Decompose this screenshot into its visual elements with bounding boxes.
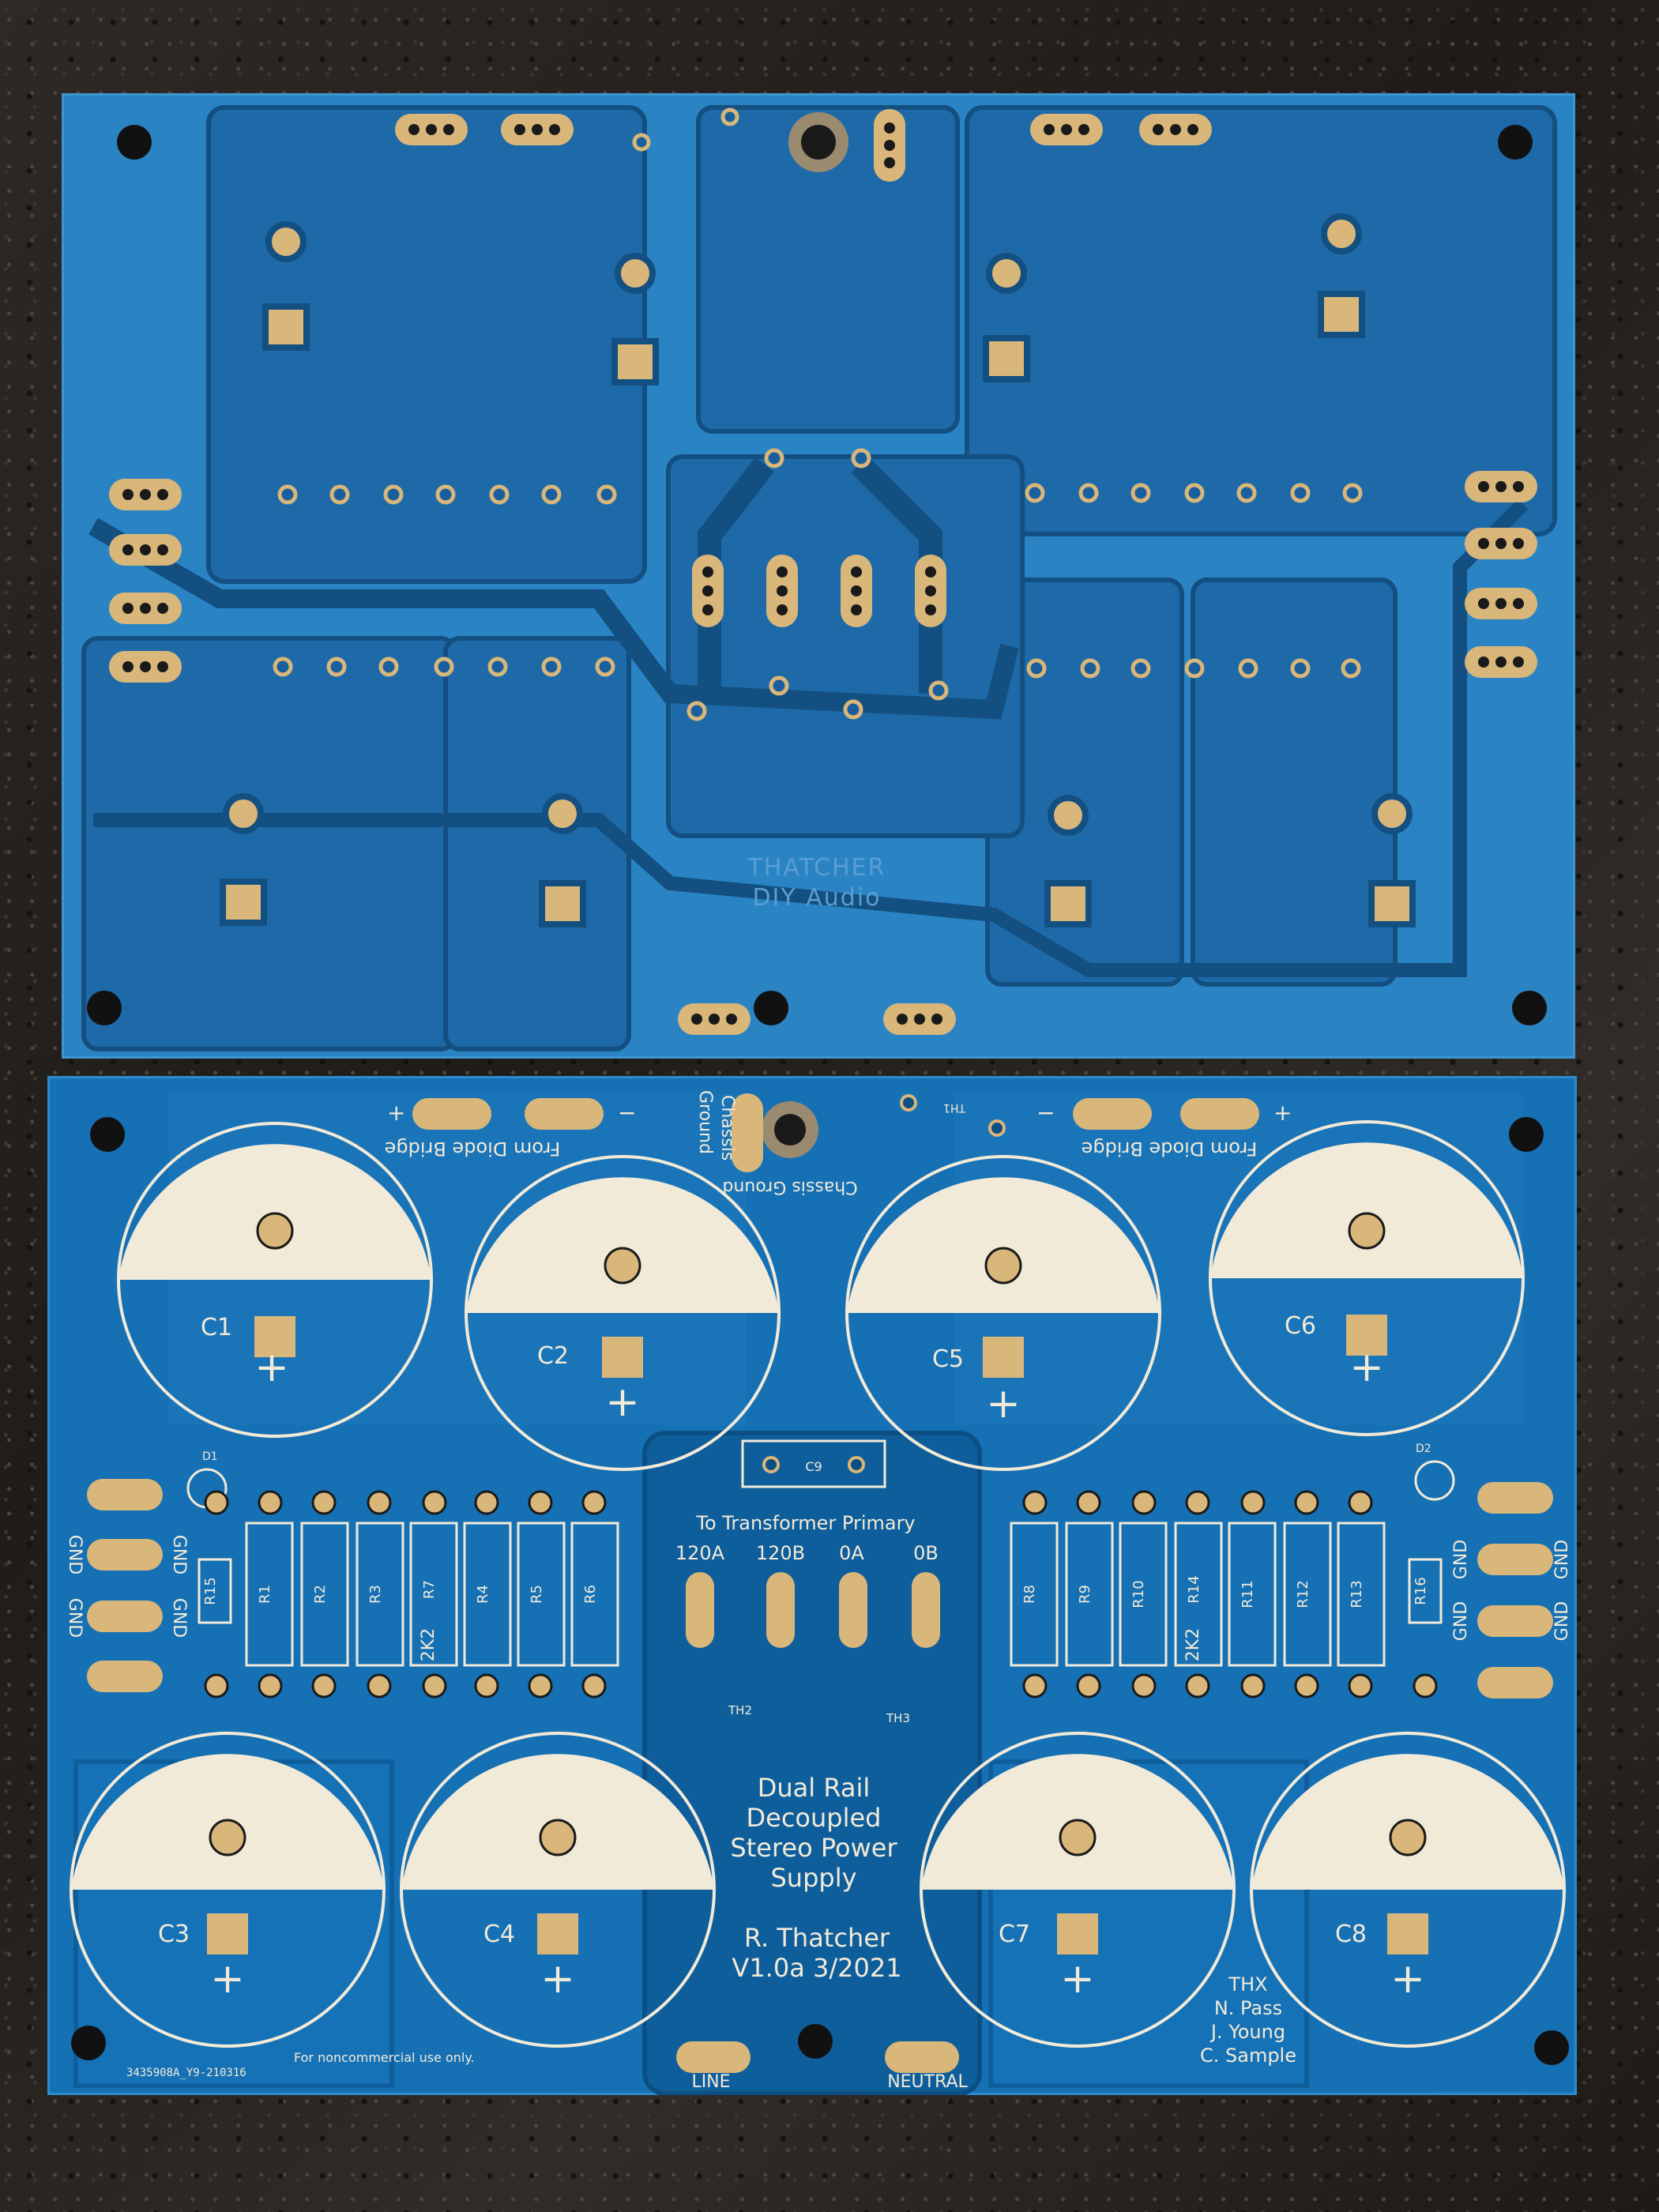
label-r4: R4 xyxy=(475,1585,491,1604)
line-label: LINE xyxy=(691,2072,730,2092)
label-r3: R3 xyxy=(367,1585,384,1604)
label-r13: R13 xyxy=(1349,1580,1365,1608)
label-c4: C4 xyxy=(483,1920,515,1948)
bottom-pcb-board: C1 C2 C5 C6 C3 C4 C7 C8 + + + + + + + + … xyxy=(47,1076,1577,2095)
neutral-label: NEUTRAL xyxy=(887,2072,968,2092)
capacitor-c8 xyxy=(1250,1732,1566,2048)
capacitor-c3 xyxy=(70,1732,386,2048)
license-label: For noncommercial use only. xyxy=(294,2050,475,2065)
minus-marker: − xyxy=(1036,1100,1055,1126)
gnd-label: GND xyxy=(169,1535,189,1574)
from-diode-bridge-left-label: From Diode Bridge xyxy=(385,1138,561,1160)
label-r1: R1 xyxy=(257,1585,273,1604)
d1-label: D1 xyxy=(202,1450,218,1463)
top-logo-line2: DIY Audio xyxy=(752,884,881,912)
plus-marker: + xyxy=(1349,1344,1384,1391)
capacitor-c1 xyxy=(117,1122,433,1438)
label-r12: R12 xyxy=(1295,1580,1311,1608)
label-c2: C2 xyxy=(537,1342,569,1370)
version-label: V1.0a 3/2021 xyxy=(732,1953,901,1983)
capacitor-c2 xyxy=(465,1155,781,1471)
plus-marker: + xyxy=(1060,1955,1095,2003)
capacitor-c5 xyxy=(845,1155,1161,1471)
credit-young: J. Young xyxy=(1209,2021,1285,2043)
title-line-1: Dual Rail xyxy=(758,1773,871,1803)
c9-outline xyxy=(741,1439,886,1488)
value-2k2-left: 2K2 xyxy=(419,1628,438,1661)
gnd-label: GND xyxy=(169,1598,189,1638)
label-c7: C7 xyxy=(999,1920,1030,1948)
plus-marker: + xyxy=(254,1344,289,1391)
gnd-label: GND xyxy=(1451,1540,1471,1579)
label-c6: C6 xyxy=(1285,1312,1316,1340)
from-diode-bridge-right-label: From Diode Bridge xyxy=(1082,1138,1258,1160)
plus-marker: + xyxy=(1390,1955,1425,2003)
pin-label-0b: 0B xyxy=(913,1542,939,1564)
label-r15: R15 xyxy=(202,1577,219,1604)
c9-label: C9 xyxy=(805,1459,822,1474)
label-c1: C1 xyxy=(201,1314,232,1341)
label-c8: C8 xyxy=(1335,1920,1367,1948)
label-r2: R2 xyxy=(312,1585,329,1604)
plus-marker: + xyxy=(540,1955,575,2003)
plus-marker: + xyxy=(986,1380,1021,1428)
chassis-ground-mirrored-label: Chassis Ground xyxy=(722,1177,857,1197)
minus-marker: − xyxy=(618,1100,636,1126)
gnd-label: GND xyxy=(65,1598,85,1638)
capacitor-c4 xyxy=(400,1732,716,2048)
transformer-primary-label: To Transformer Primary xyxy=(695,1512,915,1534)
label-c3: C3 xyxy=(158,1920,190,1948)
gnd-label: GND xyxy=(65,1535,85,1574)
order-code-label: 3435908A_Y9-210316 xyxy=(126,2067,246,2079)
credit-pass: N. Pass xyxy=(1214,1997,1282,2019)
label-r10: R10 xyxy=(1130,1580,1147,1608)
d2-label: D2 xyxy=(1416,1443,1431,1455)
label-r16: R16 xyxy=(1413,1577,1429,1604)
plus-marker: + xyxy=(210,1955,245,2003)
label-r9: R9 xyxy=(1077,1585,1093,1604)
th3-label: TH3 xyxy=(886,1711,910,1725)
label-c5: C5 xyxy=(932,1345,964,1373)
pin-label-120a: 120A xyxy=(675,1542,725,1564)
th2-label: TH2 xyxy=(728,1703,752,1717)
th1-label: TH1 xyxy=(943,1101,966,1114)
title-line-4: Supply xyxy=(770,1863,856,1893)
chassis-vertical-label-2: Ground xyxy=(695,1090,715,1154)
plus-marker: + xyxy=(1273,1100,1292,1126)
title-line-2: Decoupled xyxy=(747,1803,882,1833)
title-line-3: Stereo Power xyxy=(730,1833,897,1863)
gnd-label: GND xyxy=(1451,1601,1471,1641)
label-r7: R7 xyxy=(421,1580,438,1599)
label-r8: R8 xyxy=(1021,1585,1038,1604)
top-logo-line1: THATCHER xyxy=(747,854,886,882)
label-r11: R11 xyxy=(1240,1580,1256,1608)
chassis-vertical-label-1: Chassis xyxy=(717,1095,737,1161)
credit-thx: THX xyxy=(1228,1973,1267,1996)
gnd-label: GND xyxy=(1552,1540,1572,1579)
top-pcb-board: THATCHER DIY Audio xyxy=(62,93,1575,1059)
label-r5: R5 xyxy=(529,1585,545,1604)
label-r14: R14 xyxy=(1186,1575,1202,1603)
capacitor-c6 xyxy=(1209,1120,1525,1436)
label-r6: R6 xyxy=(582,1585,599,1604)
credit-sample: C. Sample xyxy=(1200,2045,1296,2067)
plus-marker: + xyxy=(387,1100,405,1126)
capacitor-c7 xyxy=(920,1732,1236,2048)
value-2k2-right: 2K2 xyxy=(1183,1628,1203,1661)
pin-label-120b: 120B xyxy=(756,1542,805,1564)
author-label: R. Thatcher xyxy=(744,1923,890,1953)
pin-label-0a: 0A xyxy=(839,1542,864,1564)
plus-marker: + xyxy=(605,1379,640,1426)
gnd-label: GND xyxy=(1552,1601,1572,1641)
